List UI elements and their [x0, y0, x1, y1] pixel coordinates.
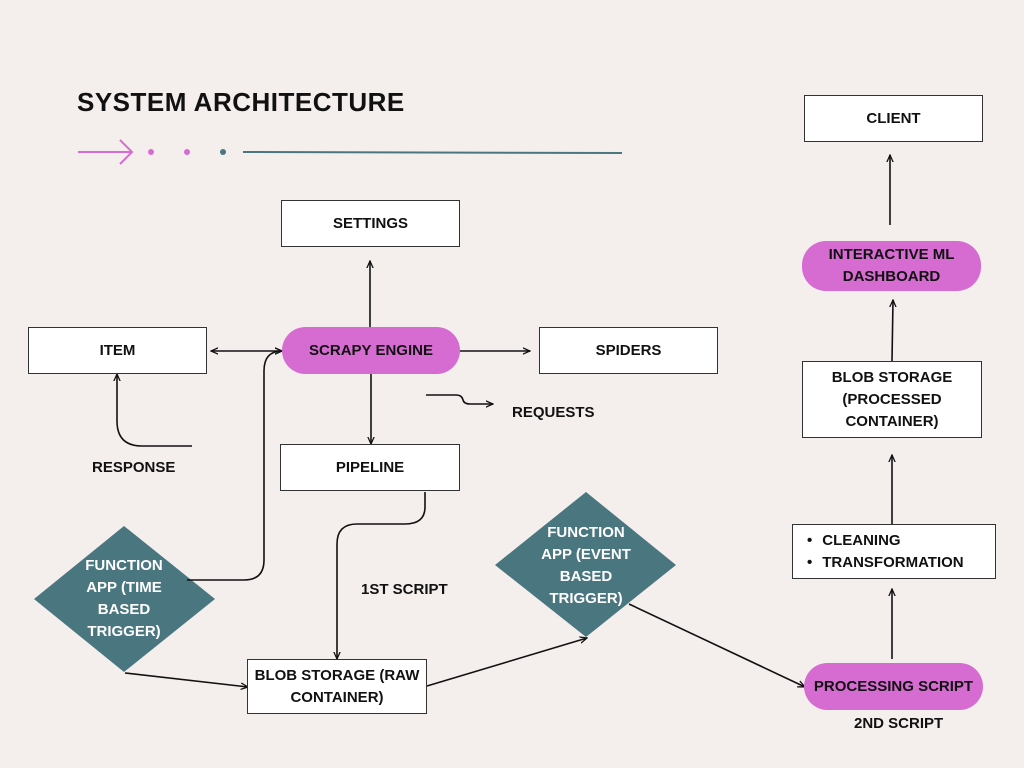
dashboard-line-2: DASHBOARD: [842, 268, 941, 285]
blob-storage-processed-line-3: CONTAINER): [845, 412, 939, 430]
function-app-event-line-1: FUNCTION: [547, 524, 625, 541]
accent-line: [242, 151, 623, 154]
function-time-to-engine-arrow: [187, 351, 282, 581]
response-label: RESPONSE: [92, 459, 176, 476]
blob-storage-processed-line-2: (PROCESSED: [842, 390, 942, 408]
header-accent: [78, 139, 623, 165]
client-node: CLIENT: [804, 95, 983, 142]
blob-processed-to-dashboard-arrow: [892, 300, 893, 362]
spiders-node: SPIDERS: [539, 327, 718, 374]
scrapy-engine-node: SCRAPY ENGINE: [282, 327, 460, 374]
transformation-item: TRANSFORMATION: [807, 552, 963, 574]
blob-raw-to-function-event-arrow: [426, 638, 587, 687]
accent-dot-3: [220, 149, 226, 155]
dashboard-line-1: INTERACTIVE ML: [828, 246, 955, 263]
accent-arrow-head: [119, 139, 134, 165]
page-title: SYSTEM ARCHITECTURE: [77, 87, 405, 117]
blob-storage-raw-line-2: CONTAINER): [290, 688, 384, 706]
function-app-event-label: FUNCTION APP (EVENT BASED TRIGGER): [526, 522, 646, 610]
function-app-time-line-4: TRIGGER): [87, 623, 161, 640]
blob-storage-raw-node: BLOB STORAGE (RAW CONTAINER): [247, 659, 427, 714]
function-event-to-processing-arrow: [628, 603, 805, 688]
blob-storage-raw-line-1: BLOB STORAGE (RAW: [254, 666, 420, 684]
pipeline-to-blob-raw-arrow: [337, 492, 426, 659]
pipeline-node: PIPELINE: [280, 444, 460, 491]
processing-script-node: PROCESSING SCRIPT: [804, 663, 983, 710]
function-time-to-blob-raw-arrow: [124, 672, 248, 687]
response-arrow: [117, 374, 192, 447]
accent-dot-1: [148, 149, 154, 155]
function-app-event-line-3: BASED: [559, 568, 613, 585]
accent-dot-2: [184, 149, 190, 155]
first-script-label: 1ST SCRIPT: [361, 581, 448, 598]
cleaning-transformation-node: CLEANING TRANSFORMATION: [792, 524, 996, 579]
requests-label: REQUESTS: [512, 404, 595, 421]
function-app-event-diamond: [495, 492, 676, 637]
function-app-time-line-1: FUNCTION: [85, 557, 163, 574]
requests-arrow: [426, 394, 493, 404]
item-node: ITEM: [28, 327, 207, 374]
function-app-event-line-2: APP (EVENT: [541, 546, 631, 563]
blob-storage-processed-line-1: BLOB STORAGE: [831, 368, 953, 386]
function-app-time-line-3: BASED: [97, 601, 151, 618]
cleaning-item: CLEANING: [807, 530, 900, 552]
blob-storage-processed-node: BLOB STORAGE (PROCESSED CONTAINER): [802, 361, 982, 438]
function-app-time-line-2: APP (TIME: [86, 579, 162, 596]
settings-node: SETTINGS: [281, 200, 460, 247]
function-app-time-label: FUNCTION APP (TIME BASED TRIGGER): [64, 555, 184, 643]
second-script-label: 2ND SCRIPT: [854, 715, 944, 732]
function-app-time-diamond: [34, 526, 215, 672]
function-app-event-line-4: TRIGGER): [549, 590, 623, 607]
interactive-ml-dashboard-node: INTERACTIVE ML DASHBOARD: [802, 241, 981, 291]
